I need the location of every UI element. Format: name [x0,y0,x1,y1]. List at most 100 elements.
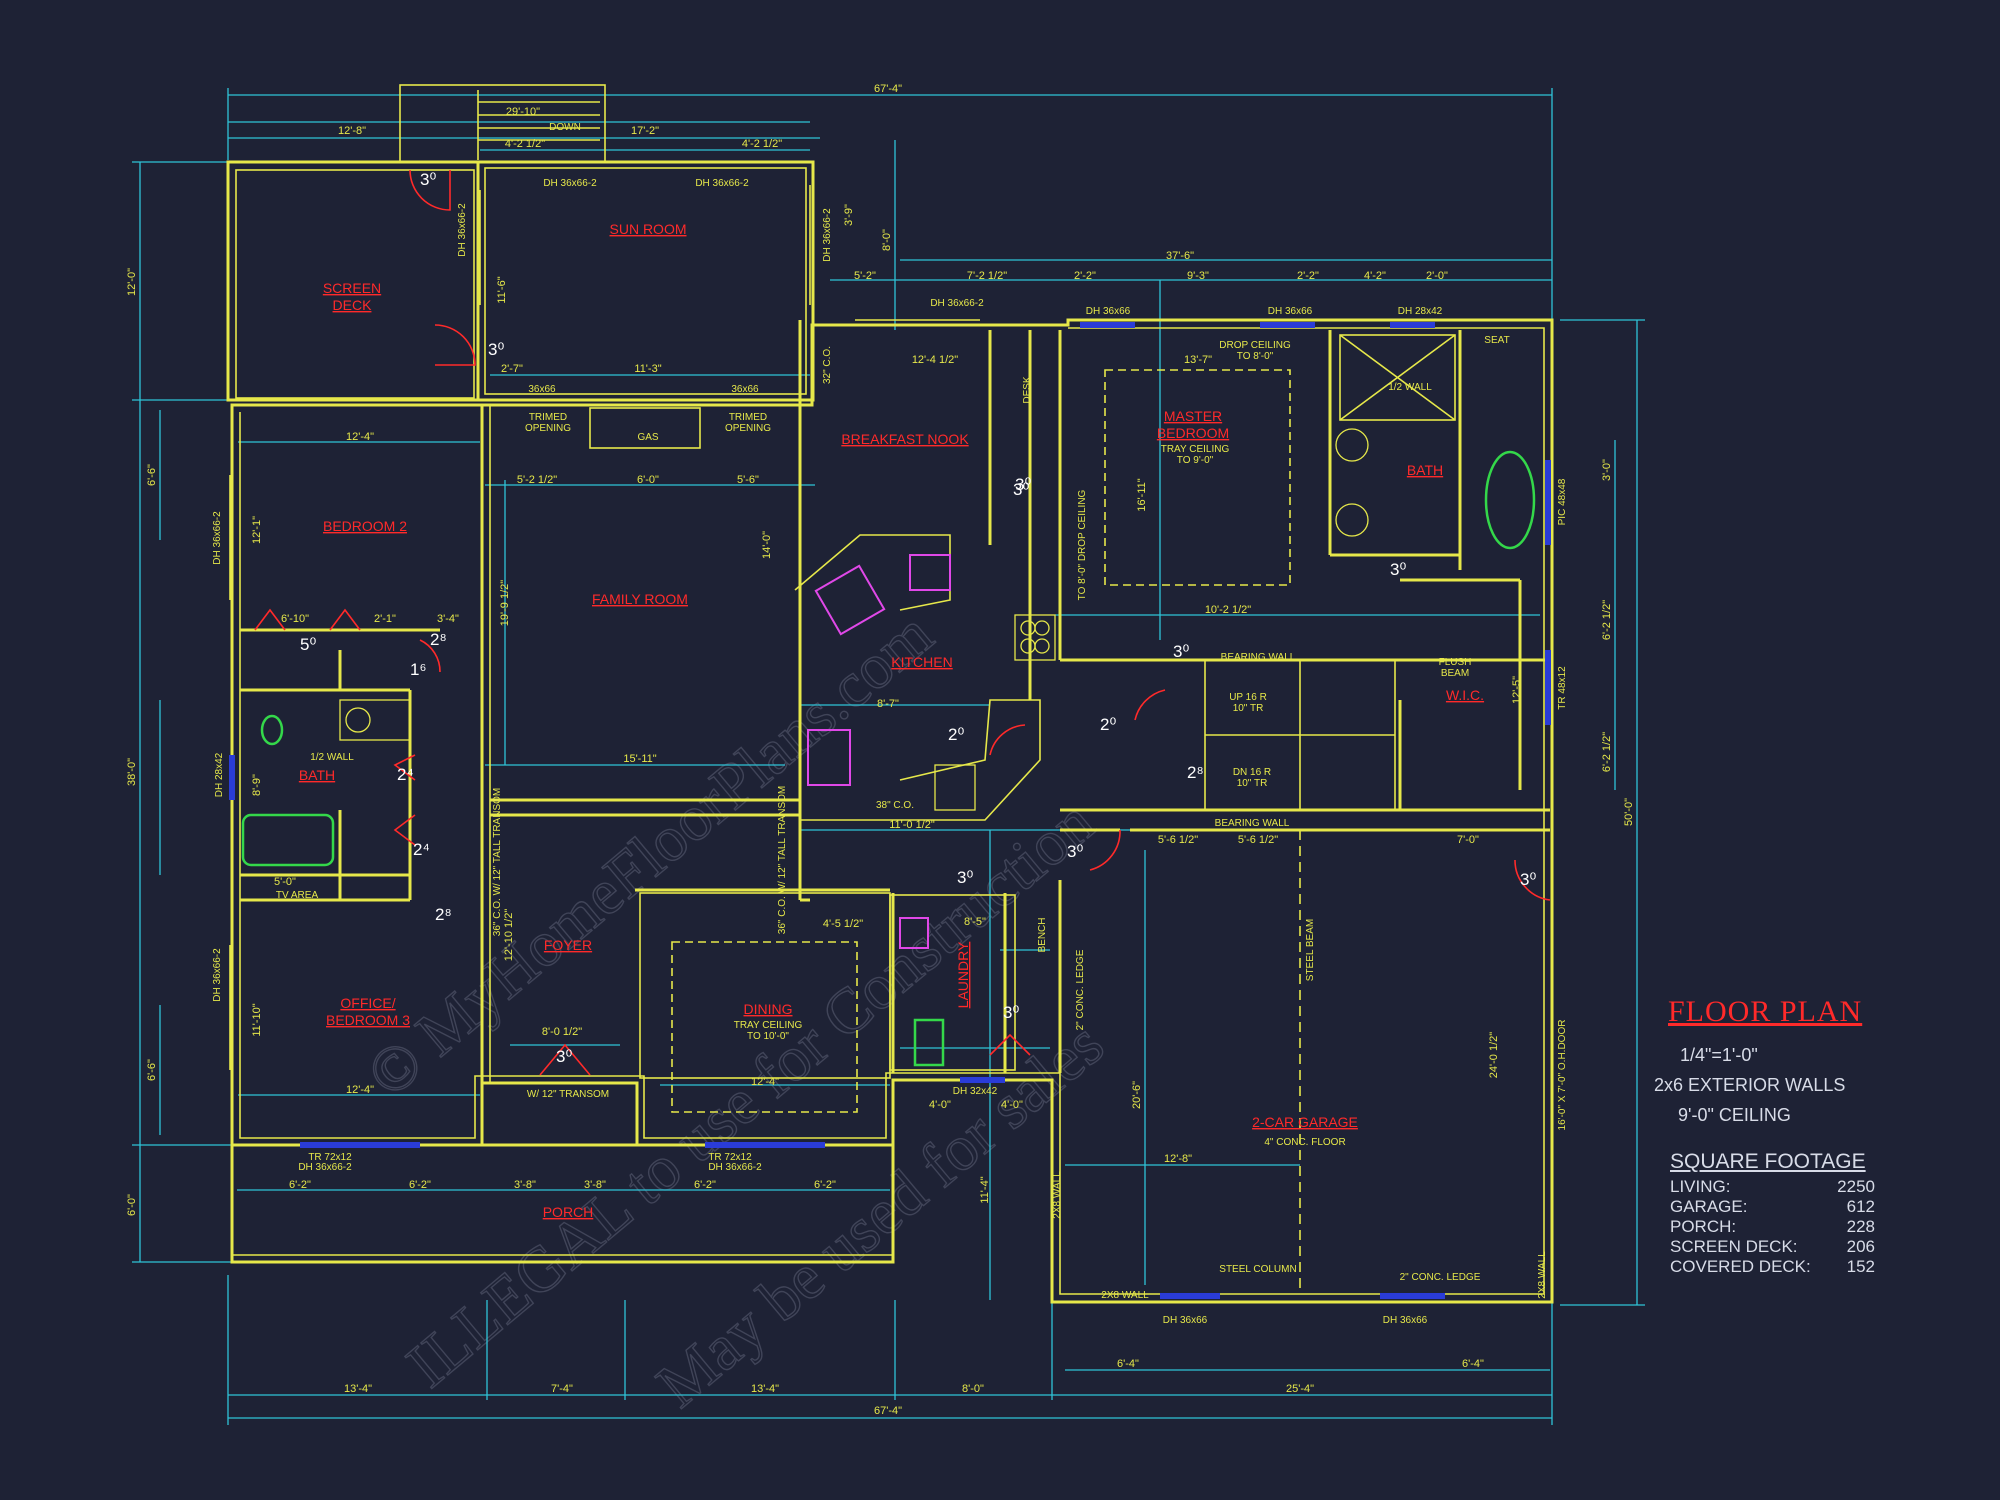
dim-4-2-c: 4'-2" [1364,270,1386,282]
sqft-value: 2250 [1837,1177,1875,1196]
dim-2-0: 2'-0" [1426,270,1448,282]
dim-12-1: 12'-1" [251,516,263,544]
door-size-1: 3⁰ [420,170,436,189]
room-breakfast-nook: BREAKFAST NOOK [841,431,969,447]
door-size-10: 3⁰ [556,1047,572,1066]
dim-11-6: 11'-6" [496,276,508,303]
door-size-14: 2⁸ [1187,763,1204,782]
door-size-7: 2⁴ [397,765,414,784]
dim-4-0-a: 4'-0" [929,1099,951,1111]
note-trimed-opening-1a: TRIMED [529,412,567,423]
note-drop-ceiling-1: DROP CEILING [1219,340,1291,351]
dim-5-6-b: 5'-6 1/2" [1158,834,1198,846]
dim-8-9: 8'-9" [251,774,263,796]
note-half-wall-2: 1/2 WALL [1388,382,1432,393]
dim-3-4: 3'-4" [437,613,459,625]
sqft-label: GARAGE: [1670,1197,1748,1216]
dim-3-8-a: 3'-8" [514,1179,536,1191]
sqft-value: 206 [1846,1237,1875,1256]
door-size-2: 3⁰ [488,340,504,359]
dim-3-8-b: 3'-8" [584,1179,606,1191]
notes: TRAY CEILING TO 9'-0" TRAY CEILING TO 10… [276,122,1568,1301]
sqft-label: PORCH: [1670,1217,1737,1236]
dim-12-4-top: 12'-4 1/2" [912,354,958,366]
window-labels: DH 36x66-2 DH 36x66-2 DH 36x66-2 DH 36x6… [212,178,1568,1326]
door-size-5: 5⁰ [300,635,316,654]
window-label-2: DH 36x66-2 [695,178,749,189]
room-master-bath: BATH [1407,462,1443,478]
door-size-13: 2⁰ [1100,715,1116,734]
door-size-16: 3⁰ [1390,560,1406,579]
door-size-labels: 3⁰ 3⁰ 3⁰ 2⁸ 5⁰ 1⁶ 2⁴ 2⁴ 2⁸ 3⁰ 3⁰ 2⁰ 2⁰ 2… [300,170,1536,1066]
room-kitchen: KITCHEN [891,654,952,670]
doors [254,169,1551,1076]
dim-20-6: 20'-6" [1131,1081,1143,1109]
dim-12-4-b: 12'-4" [751,1076,779,1088]
window-label-4: DH 36x66-2 [822,208,833,262]
note-2x8-wall-3: 2X8 WALL [1537,1251,1548,1299]
dim-12-8-b: 12'-8" [1164,1153,1192,1165]
note-seat: SEAT [1484,335,1509,346]
door-size-15: 3⁰ [1173,642,1189,661]
room-labels: SUN ROOM SCREEN DECK BREAKFAST NOOK MAST… [299,221,1484,1220]
dim-12-0: 12'-0" [126,268,138,296]
window-label-8: DH 28x42 [1398,306,1443,317]
dim-50-0: 50'-0" [1623,798,1635,826]
door-size-11: 3⁰ [957,868,973,887]
watermark-line-3: May be used for sales [643,1008,1116,1421]
window-label-18: DH 32x42 [953,1086,998,1097]
note-dining-ceiling-1: TRAY CEILING [734,1020,803,1031]
window-label-19: DH 36x66 [1163,1315,1208,1326]
window-label-13: DH 36x66-2 [212,948,223,1002]
note-up-stairs-2: 10" TR [1233,703,1264,714]
dimension-labels: 67'-4" 67'-4" 29'-10" 12'-8" 17'-2" 4'-2… [126,83,1635,1417]
dim-6-2-d: 6'-2" [814,1179,836,1191]
dim-29-10: 29'-10" [506,106,540,118]
note-drop-ceiling-vertical: TO 8'-0" DROP CEILING [1077,489,1088,600]
note-conc-ledge-1: 2" CONC. LEDGE [1075,949,1086,1030]
sqft-label: COVERED DECK: [1670,1257,1811,1276]
room-office-line2: BEDROOM 3 [326,1012,410,1028]
dim-6-2-b: 6'-2" [409,1179,431,1191]
dim-6-2-c: 6'-2" [694,1179,716,1191]
door-size-12: 2⁰ [948,725,964,744]
dim-16-11: 16'-11" [1136,478,1148,511]
dim-top-total: 67'-4" [874,83,902,95]
windows [229,161,1551,1299]
fixtures [241,428,1536,1067]
dim-4-5: 4'-5 1/2" [823,918,863,930]
dim-25-4: 25'-4" [1286,1383,1314,1395]
dim-13-4-a: 13'-4" [344,1383,372,1395]
dim-5-0: 5'-0" [274,876,296,888]
room-foyer: FOYER [544,937,592,953]
dim-8-7: 8'-7" [877,698,899,710]
window-label-16: TR 72x12 [708,1152,752,1163]
note-2x8-wall-1: 2X8 WALL [1052,1171,1063,1219]
sqft-value: 612 [1846,1197,1875,1216]
window-label-14: TR 72x12 [308,1152,352,1163]
dim-37-6: 37'-6" [1166,250,1194,262]
dim-8-0-v: 8'-0" [881,229,893,251]
dim-9-3: 9'-3" [1187,270,1209,282]
dim-6-0: 6'-0" [126,1194,138,1216]
legend-scale: 1/4"=1'-0" [1680,1045,1758,1065]
window-label-12: DH 36x66-2 [212,511,223,565]
note-drop-ceiling-2: TO 8'-0" [1237,351,1274,362]
dim-6-2-a: 6'-2" [289,1179,311,1191]
note-co-transom-1: 36" C.O. W/ 12" TALL TRANSOM [492,788,503,936]
dim-6-0-b: 6'-0" [637,474,659,486]
dim-7-2: 7'-2 1/2" [967,270,1007,282]
room-screen-deck-line2: DECK [333,297,373,313]
room-bedroom-2: BEDROOM 2 [323,518,407,534]
room-dining: DINING [744,1001,793,1017]
dim-7-0: 7'-0" [1457,834,1479,846]
room-screen-deck-line1: SCREEN [323,280,381,296]
note-desk: DESK [1022,376,1033,404]
window-label-22: 36x66 [731,384,759,395]
walls [226,84,1554,1304]
note-bench: BENCH [1037,917,1048,952]
note-half-wall-1: 1/2 WALL [310,752,354,763]
dim-3-0: 3'-0" [1601,459,1613,481]
dim-6-6: 6'-6" [146,464,158,486]
dim-2-7: 2'-7" [501,363,523,375]
